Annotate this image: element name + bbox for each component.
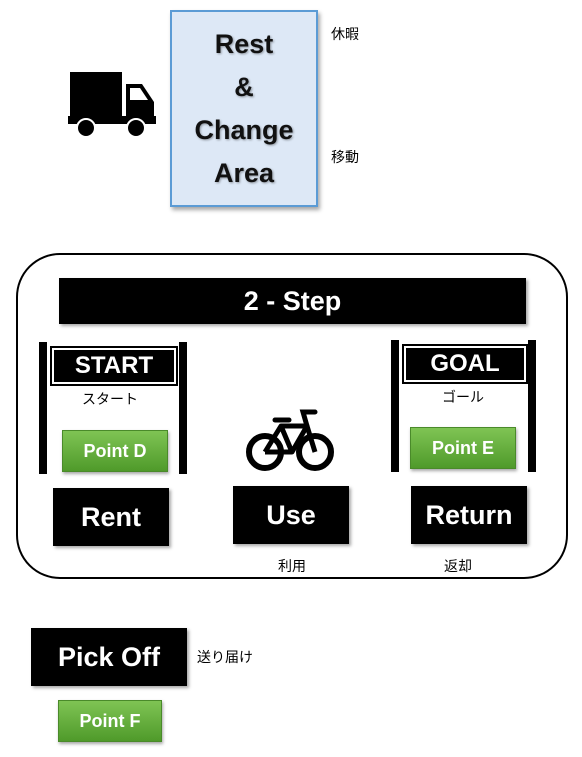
step-title: 2 - Step xyxy=(59,278,526,324)
rest-change-area-box: Rest & Change Area xyxy=(170,10,318,207)
use-sub-label: 利用 xyxy=(278,559,306,575)
start-post-right xyxy=(179,342,187,474)
return-label: Return xyxy=(411,486,527,544)
point-d-button[interactable]: Point D xyxy=(62,430,168,472)
point-f-button[interactable]: Point F xyxy=(58,700,162,742)
start-sub-label: スタート xyxy=(82,392,138,408)
goal-sign: GOAL xyxy=(402,344,528,384)
point-e-button[interactable]: Point E xyxy=(410,427,516,469)
rest-area-title: Rest & Change Area xyxy=(194,28,294,188)
two-step-panel xyxy=(16,253,568,579)
use-label: Use xyxy=(233,486,349,544)
bicycle-icon xyxy=(246,409,334,471)
rent-label: Rent xyxy=(53,488,169,546)
return-sub-label: 返却 xyxy=(444,559,472,575)
pick-off-label: Pick Off xyxy=(31,628,187,686)
goal-sub-label: ゴール xyxy=(442,390,484,406)
rest-note: 休暇 xyxy=(331,27,359,43)
start-post-left xyxy=(39,342,47,474)
goal-post-right xyxy=(528,340,536,472)
truck-icon xyxy=(68,72,156,138)
move-note: 移動 xyxy=(331,150,359,166)
start-sign: START xyxy=(50,346,178,386)
goal-post-left xyxy=(391,340,399,472)
pick-off-sub-label: 送り届け xyxy=(197,650,253,666)
